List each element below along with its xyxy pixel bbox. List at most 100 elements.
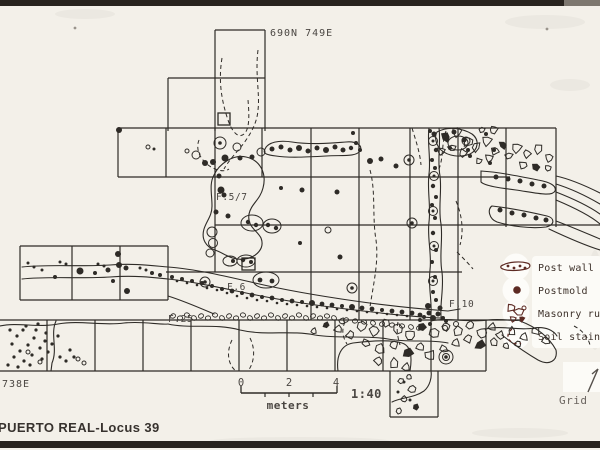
postmold-dot [24,324,28,328]
postmold-dot [26,261,30,265]
scan-smudge [55,9,115,19]
postmold-dot [431,290,435,294]
postmold-dot [26,343,30,347]
postmold-dot [278,144,284,150]
pebble [275,315,281,321]
postmold-dot [116,127,122,133]
pebble [226,313,232,319]
masonry-rubble [332,324,342,333]
postmold-dot [340,304,344,308]
open-circle [346,282,358,294]
masonry-rubble [474,339,487,349]
postmold-dot [40,268,44,272]
legend-item-label-soil-stain: Soil stain [538,332,600,343]
postmold-dot [492,148,496,152]
pebble [219,315,225,321]
open-circle [324,226,332,234]
post-wall-trench-icon-dot [518,264,522,268]
postmold-dot [444,355,448,359]
postmold-dot [150,271,154,275]
postmold-dot [314,145,320,151]
postmold-dot [180,277,184,281]
pebble [288,315,296,321]
postmold-dot [418,318,422,322]
open-circle [442,353,450,361]
postmold-dot [349,304,355,310]
masonry-rubble [523,149,533,160]
postmold-dot [16,365,20,369]
open-circle [438,349,454,365]
masonry-rubble [424,349,435,360]
masonry-rubble [451,337,460,347]
postmold-dot [430,158,434,162]
postmolds-layer [6,26,549,402]
postmold-dot [175,279,179,283]
legend-item-label-postmold: Postmold [538,286,588,297]
post-wall-trench-icon-dot [512,266,516,270]
cluster-outline [252,271,280,289]
postmold-dot [231,259,235,263]
postmold-dot [309,300,315,306]
postmold-dot [345,308,349,312]
postmold-dot [431,131,437,137]
cluster-outline [447,135,469,151]
feature-outline [50,320,57,372]
pebbles-layer [170,312,422,331]
postmold-dot [432,174,436,178]
masonry-rubble [390,356,399,369]
postmold-dot [8,328,12,332]
open-circle [453,321,459,327]
pebble [351,318,359,324]
postmold-dot [44,331,48,335]
feature-6-label: F.6 [227,282,246,293]
masonry-rubble [494,330,505,340]
soil-stain-path [342,321,348,345]
postmold-dot [497,207,503,213]
stains-layer [197,49,591,372]
postmold-dot [72,355,76,359]
feature-outline [555,175,600,194]
open-circle [75,356,81,362]
masonry-rubble-icon [512,308,525,316]
pebble [260,315,268,321]
postmold-dot [451,129,457,135]
postmold-dot [245,219,251,225]
postmold-dot [428,129,432,133]
post-wall-trench-icon-dot [523,266,527,270]
postmold-dot [237,155,243,161]
postmold-dot [468,154,472,158]
postmold-dot [260,295,264,299]
masonry-rubble [382,318,390,328]
postmold-dot [434,298,438,302]
postmold-dot [68,348,72,352]
postmold-dot [96,262,100,266]
pebble [232,315,240,321]
pebble [310,313,316,319]
postmold-dot [56,334,60,338]
postmold-dot [93,271,97,275]
soil-stain-path [456,251,474,270]
pebble [247,315,253,321]
postmold-dot [269,146,275,152]
postmold-dot [76,267,84,275]
postmold-dot [351,131,355,135]
postmold-dot [430,203,434,207]
postmold-dot [12,355,16,359]
postmold-dot [365,310,369,314]
postmold-dot [213,209,219,215]
masonry-rubble [372,356,383,367]
postmold-dot [375,311,379,315]
feature-outline [167,295,215,315]
postmold-dot [221,154,229,162]
masonry-rubble [406,374,412,380]
postmold-dot [393,163,399,169]
legend-symbol-chip [502,253,530,281]
postmold-dot [40,357,44,361]
pebble [323,313,331,319]
postmold-dot [235,294,239,298]
open-circle [429,171,439,181]
masonry-rubble [482,136,494,148]
postmold-dot [329,302,335,308]
masonry-rubble [534,144,543,156]
postmold-dot [332,144,338,150]
